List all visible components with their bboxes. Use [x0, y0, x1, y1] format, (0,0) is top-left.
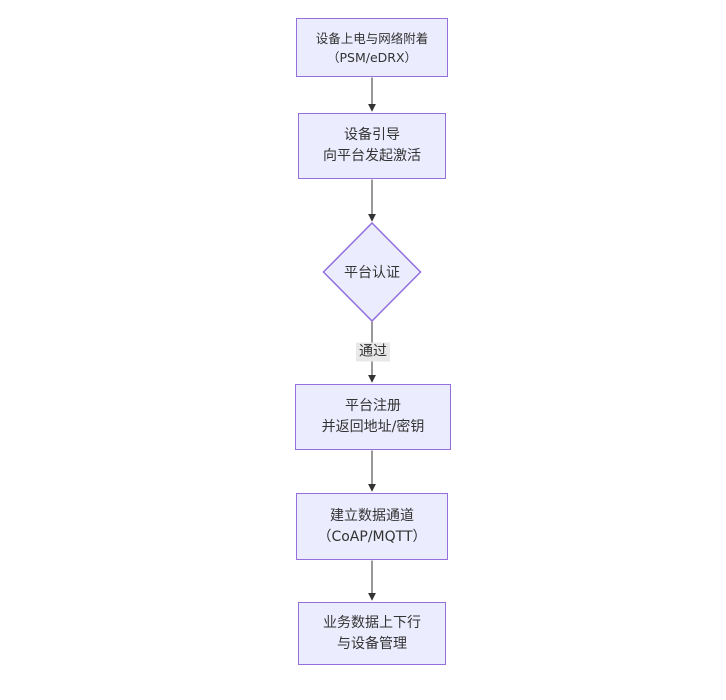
- node-text-line: （CoAP/MQTT）: [317, 528, 427, 545]
- node-text-line: 业务数据上下行: [323, 614, 421, 631]
- decision-diamond-shape: [322, 221, 422, 323]
- node-business-data: 业务数据上下行 与设备管理: [298, 602, 446, 665]
- node-text-line: 设备引导: [344, 127, 400, 143]
- node-text-line: 并返回地址/密钥: [321, 419, 425, 435]
- node-text-line: 平台注册: [345, 398, 401, 414]
- node-text-line: 设备上电与网络附着: [315, 30, 429, 46]
- decision-platform-auth-label: 平台认证: [344, 265, 400, 281]
- node-platform-register: 平台注册 并返回地址/密钥: [295, 384, 451, 450]
- node-device-power-attach: 设备上电与网络附着 （PSM/eDRX）: [296, 18, 448, 77]
- node-text-line: 与设备管理: [337, 635, 407, 652]
- node-data-channel: 建立数据通道 （CoAP/MQTT）: [296, 493, 448, 560]
- node-device-bootstrap: 设备引导 向平台发起激活: [298, 113, 446, 179]
- node-text-line: （PSM/eDRX）: [326, 49, 418, 65]
- node-text-line: 建立数据通道: [330, 507, 414, 524]
- edge-label-pass: 通过: [356, 342, 390, 362]
- node-text-line: 向平台发起激活: [323, 148, 421, 164]
